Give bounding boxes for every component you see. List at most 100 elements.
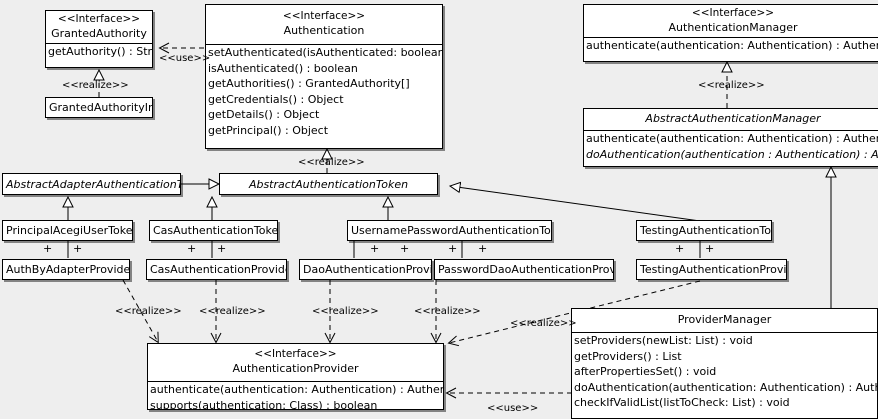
association-marker-plus: + bbox=[400, 242, 410, 255]
edge-label-realize-password-dao-provider: <<realize>> bbox=[414, 306, 481, 317]
compartment-divider bbox=[206, 44, 442, 45]
operations-compartment: authenticate(authentication: Authenticat… bbox=[584, 131, 878, 162]
association-marker-plus: + bbox=[675, 242, 685, 255]
class-name: AbstractAdapterAuthenticationToken bbox=[6, 178, 180, 191]
class-name: PasswordDaoAuthenticationProvider bbox=[438, 263, 613, 276]
operation: authenticate(authentication: Authenticat… bbox=[150, 383, 443, 396]
class-name: AbstractAuthenticationToken bbox=[248, 178, 409, 191]
class-name: CasAuthenticationProvider bbox=[150, 263, 287, 276]
stereotype-label: <<Interface>> bbox=[254, 348, 337, 360]
operation: supports(authentication: Class) : boolea… bbox=[150, 398, 378, 410]
class-header: AbstractAdapterAuthenticationToken bbox=[3, 174, 180, 194]
class-abstract-authentication-manager[interactable]: AbstractAuthenticationManager authentica… bbox=[583, 108, 878, 167]
class-name: Authentication bbox=[283, 24, 365, 37]
class-header: TestingAuthenticationToken bbox=[637, 221, 771, 240]
class-header: AuthByAdapterProvider bbox=[3, 260, 129, 279]
class-header: CasAuthenticationProvider bbox=[147, 260, 286, 279]
class-header: CasAuthenticationToken bbox=[150, 221, 277, 240]
operations-compartment: getAuthority() : String bbox=[46, 44, 152, 60]
edge-label-realize-auth-by-adapter: <<realize>> bbox=[115, 306, 182, 317]
edge-label-realize-granted-authority-impl: <<realize>> bbox=[62, 80, 129, 91]
class-header: PasswordDaoAuthenticationProvider bbox=[435, 260, 613, 279]
class-principal-acegi-user-token[interactable]: PrincipalAcegiUserToken bbox=[2, 220, 133, 241]
operations-compartment: authenticate(authentication: Authenticat… bbox=[148, 382, 443, 410]
class-name: PrincipalAcegiUserToken bbox=[6, 224, 133, 237]
stereotype-label: <<Interface>> bbox=[282, 10, 366, 22]
class-name: AuthenticationManager bbox=[668, 21, 798, 34]
association-marker-plus: + bbox=[705, 242, 715, 255]
operation: getAuthorities() : GrantedAuthority[] bbox=[208, 77, 410, 90]
class-header: <<Interface>> AuthenticationManager bbox=[584, 5, 878, 37]
edge-label-realize-abstract-auth-token: <<realize>> bbox=[298, 157, 365, 168]
class-name: CasAuthenticationToken bbox=[153, 224, 278, 237]
edge-label-realize-cas-provider: <<realize>> bbox=[199, 306, 266, 317]
edge-label-realize-abstract-auth-manager: <<realize>> bbox=[698, 80, 765, 91]
class-dao-authentication-provider[interactable]: DaoAuthenticationProvider bbox=[299, 259, 432, 280]
operation: setProviders(newList: List) : void bbox=[574, 334, 753, 347]
class-auth-by-adapter-provider[interactable]: AuthByAdapterProvider bbox=[2, 259, 130, 280]
class-header: TestingAuthenticationProvider bbox=[637, 260, 786, 279]
class-testing-authentication-provider[interactable]: TestingAuthenticationProvider bbox=[636, 259, 787, 280]
class-granted-authority-impl[interactable]: GrantedAuthorityImpl bbox=[45, 97, 153, 118]
operation: isAuthenticated() : boolean bbox=[208, 61, 358, 75]
stereotype-label: <<Interface>> bbox=[691, 7, 775, 19]
class-name: DaoAuthenticationProvider bbox=[303, 263, 431, 276]
operations-compartment: setAuthenticated(isAuthenticated: boolea… bbox=[206, 45, 442, 138]
association-marker-plus: + bbox=[73, 242, 83, 255]
class-header: AbstractAuthenticationManager bbox=[584, 109, 878, 128]
operations-compartment: setProviders(newList: List) : void getPr… bbox=[572, 333, 877, 411]
compartment-divider bbox=[572, 332, 877, 333]
operations-compartment: authenticate(authentication: Authenticat… bbox=[584, 38, 878, 54]
association-marker-plus: + bbox=[187, 242, 197, 255]
association-marker-plus: + bbox=[217, 242, 227, 255]
edge-label-use-provider-manager: <<use>> bbox=[487, 403, 539, 414]
class-testing-authentication-token[interactable]: TestingAuthenticationToken bbox=[636, 220, 772, 241]
class-authentication-manager[interactable]: <<Interface>> AuthenticationManager auth… bbox=[583, 4, 878, 62]
compartment-divider bbox=[584, 37, 878, 38]
operation: afterPropertiesSet() : void bbox=[574, 365, 717, 378]
operation: authenticate(authentication: Authenticat… bbox=[586, 39, 878, 52]
edge-label-use-granted-authority: <<use>> bbox=[159, 53, 211, 64]
operation-abstract: doAuthentication(authentication : Authen… bbox=[586, 147, 878, 161]
operation: getAuthority() : String bbox=[48, 45, 153, 58]
class-authentication[interactable]: <<Interface>> Authentication setAuthenti… bbox=[205, 4, 443, 149]
class-cas-authentication-token[interactable]: CasAuthenticationToken bbox=[149, 220, 278, 241]
class-password-dao-authentication-provider[interactable]: PasswordDaoAuthenticationProvider bbox=[434, 259, 614, 280]
association-marker-plus: + bbox=[370, 242, 380, 255]
edge-label-realize-provider-manager: <<realize>> bbox=[510, 318, 577, 329]
compartment-divider bbox=[584, 130, 878, 131]
class-username-password-authentication-token[interactable]: UsernamePasswordAuthenticationToken bbox=[347, 220, 552, 241]
class-abstract-adapter-authentication-token[interactable]: AbstractAdapterAuthenticationToken bbox=[2, 173, 181, 195]
operation: getProviders() : List bbox=[574, 349, 682, 363]
class-name: AuthenticationProvider bbox=[232, 362, 359, 375]
class-header: ProviderManager bbox=[572, 309, 877, 329]
class-header: GrantedAuthorityImpl bbox=[46, 98, 152, 117]
edge-label-realize-dao-provider: <<realize>> bbox=[312, 306, 379, 317]
operation: getPrincipal() : Object bbox=[208, 123, 329, 137]
class-cas-authentication-provider[interactable]: CasAuthenticationProvider bbox=[146, 259, 287, 280]
class-name: AuthByAdapterProvider bbox=[6, 263, 130, 276]
operation: getCredentials() : Object bbox=[208, 92, 344, 106]
association-marker-plus: + bbox=[43, 242, 53, 255]
class-name: AbstractAuthenticationManager bbox=[645, 112, 821, 125]
compartment-divider bbox=[46, 43, 152, 44]
class-name: ProviderManager bbox=[677, 313, 772, 326]
operation: setAuthenticated(isAuthenticated: boolea… bbox=[208, 46, 442, 59]
class-header: PrincipalAcegiUserToken bbox=[3, 221, 132, 240]
class-authentication-provider[interactable]: <<Interface>> AuthenticationProvider aut… bbox=[147, 343, 444, 410]
compartment-divider bbox=[148, 381, 443, 382]
class-provider-manager[interactable]: ProviderManager setProviders(newList: Li… bbox=[571, 308, 878, 419]
class-name: TestingAuthenticationProvider bbox=[640, 263, 787, 276]
class-header: <<Interface>> GrantedAuthority bbox=[46, 11, 152, 43]
operation: authenticate(authentication: Authenticat… bbox=[586, 132, 878, 145]
class-abstract-authentication-token[interactable]: AbstractAuthenticationToken bbox=[219, 173, 438, 195]
class-header: UsernamePasswordAuthenticationToken bbox=[348, 221, 551, 240]
class-granted-authority[interactable]: <<Interface>> GrantedAuthority getAuthor… bbox=[45, 10, 153, 68]
class-name: GrantedAuthorityImpl bbox=[49, 101, 152, 114]
class-header: DaoAuthenticationProvider bbox=[300, 260, 431, 279]
class-header: <<Interface>> Authentication bbox=[206, 5, 442, 40]
operation: getDetails() : Object bbox=[208, 108, 320, 121]
class-name: GrantedAuthority bbox=[51, 27, 147, 40]
class-name: UsernamePasswordAuthenticationToken bbox=[351, 224, 552, 237]
